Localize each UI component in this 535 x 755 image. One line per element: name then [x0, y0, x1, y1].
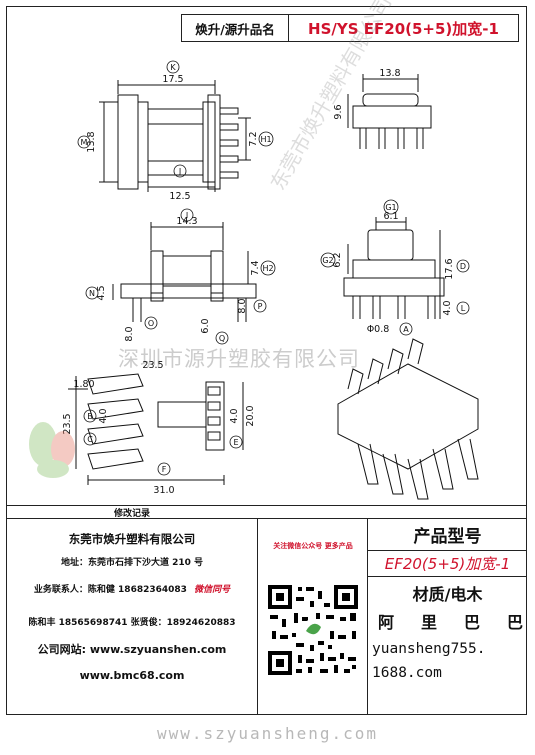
- revision-label: 修改记录: [114, 509, 151, 519]
- watermark-text: 深圳市源升塑胶有限公司: [118, 347, 360, 371]
- part-title: HS/YS EF20(5+5)加宽-1: [289, 14, 519, 42]
- contact-1-text: 业务联系人：陈和健 18682364083: [33, 585, 187, 595]
- company-address: 地址：东莞市石排下沙大道 210 号: [60, 558, 204, 568]
- footer-watermark: www.szyuansheng.com: [156, 723, 379, 743]
- company-contact-1: 业务联系人：陈和健 18682364083 微信同号: [6, 582, 258, 595]
- brand-logo-watermark: [29, 422, 75, 478]
- company-name: 东莞市焕升塑料有限公司: [68, 532, 196, 546]
- label-q: Q: [219, 334, 225, 343]
- company-website[interactable]: 公司网站: www.szyuanshen.com: [37, 643, 227, 656]
- product-block: 产品型号 EF20(5+5)加宽-1 材质/电木 阿 里 巴 巴 yuanshe…: [368, 519, 527, 715]
- label-b: B: [87, 412, 93, 421]
- shop-url[interactable]: yuansheng755. 1688.com: [372, 637, 527, 685]
- label-j: J: [178, 167, 181, 176]
- product-title: 产品型号: [368, 519, 527, 551]
- dim-n: 4.5: [96, 285, 107, 300]
- dim-d: 17.6: [444, 258, 455, 279]
- bottom-view: [68, 373, 244, 485]
- dim-b-outer: 23.5: [142, 360, 163, 371]
- label-n: N: [89, 289, 95, 298]
- label-h1: H1: [260, 135, 271, 144]
- label-i: I: [186, 211, 188, 220]
- label-k: K: [170, 63, 176, 72]
- dim-l: 4.0: [442, 300, 453, 315]
- dim-rb2: 4.0: [229, 408, 240, 423]
- vendor-char: 里: [420, 613, 437, 632]
- revision-bar: 修改记录: [6, 505, 527, 519]
- label-l: L: [461, 304, 466, 313]
- end-view: [343, 217, 445, 319]
- dim-top-height: 9.6: [333, 104, 344, 119]
- promo-text: 关注微信公众号 更多产品: [273, 542, 353, 550]
- vendor-char: 巴: [506, 613, 523, 632]
- circle-labels: K M H1 J I H2 N O P Q G1 G2 D L A B C F …: [77, 60, 470, 476]
- dim-e: 20.0: [245, 405, 256, 426]
- vendor-name: 阿 里 巴 巴: [378, 609, 523, 633]
- company-website-2[interactable]: www.bmc68.com: [79, 669, 185, 682]
- dim-top-width: 13.8: [379, 68, 400, 79]
- dim-f: 31.0: [153, 485, 174, 496]
- dim-g1: 6.1: [383, 211, 398, 222]
- qr-code[interactable]: [266, 583, 360, 677]
- dim-h2: 7.4: [250, 260, 261, 275]
- dim-p: 8.0: [237, 298, 248, 313]
- drawing-sheet: [6, 6, 527, 715]
- company-block: 东莞市焕升塑料有限公司 地址：东莞市石排下沙大道 210 号 业务联系人：陈和健…: [6, 519, 258, 715]
- product-material: 材质/电木: [412, 585, 483, 604]
- label-m: M: [81, 138, 88, 147]
- dim-i: 14.3: [176, 216, 197, 227]
- dim-o: 8.0: [124, 326, 135, 341]
- shop-url-line-2: 1688.com: [372, 665, 442, 681]
- label-o: O: [148, 319, 154, 328]
- dim-k: 17.5: [162, 74, 183, 85]
- side-view: [112, 222, 257, 322]
- label-e: E: [233, 438, 238, 447]
- promo-block: 关注微信公众号 更多产品: [258, 519, 368, 715]
- dim-h1: 7.2: [248, 131, 259, 146]
- technical-drawing: 17.5 13.8 7.2 12.5 13.8 9.6 14.3 7.4 4.5…: [29, 60, 479, 500]
- dim-m: 13.8: [86, 131, 97, 152]
- dim-a: Φ0.8: [367, 324, 390, 335]
- dim-rb: 4.0: [98, 408, 109, 423]
- dim-g2: 6.2: [332, 252, 343, 267]
- label-a: A: [403, 325, 409, 334]
- label-h2: H2: [262, 264, 273, 273]
- wechat-note: 微信同号: [194, 585, 231, 595]
- top-right-view: [347, 74, 432, 149]
- isometric-view: [337, 338, 479, 500]
- header-label: 焕升/源升品名: [181, 14, 289, 42]
- product-model: EF20(5+5)加宽-1: [368, 551, 527, 577]
- vendor-char: 巴: [463, 613, 480, 632]
- label-p: P: [258, 302, 263, 311]
- label-g1: G1: [385, 203, 396, 212]
- label-d: D: [460, 262, 466, 271]
- company-contact-2: 陈和丰 18565698741 张贤俊：18924620883: [28, 618, 236, 628]
- shop-url-line-1: yuansheng755.: [372, 641, 486, 657]
- dim-c: 1.80: [73, 379, 94, 390]
- dim-q: 6.0: [200, 318, 211, 333]
- label-g2: G2: [322, 256, 333, 265]
- front-view: [99, 80, 251, 192]
- label-f: F: [162, 465, 167, 474]
- label-c: C: [87, 435, 93, 444]
- dim-j: 12.5: [169, 191, 190, 202]
- dim-b: 23.5: [62, 413, 73, 434]
- vendor-char: 阿: [378, 613, 395, 632]
